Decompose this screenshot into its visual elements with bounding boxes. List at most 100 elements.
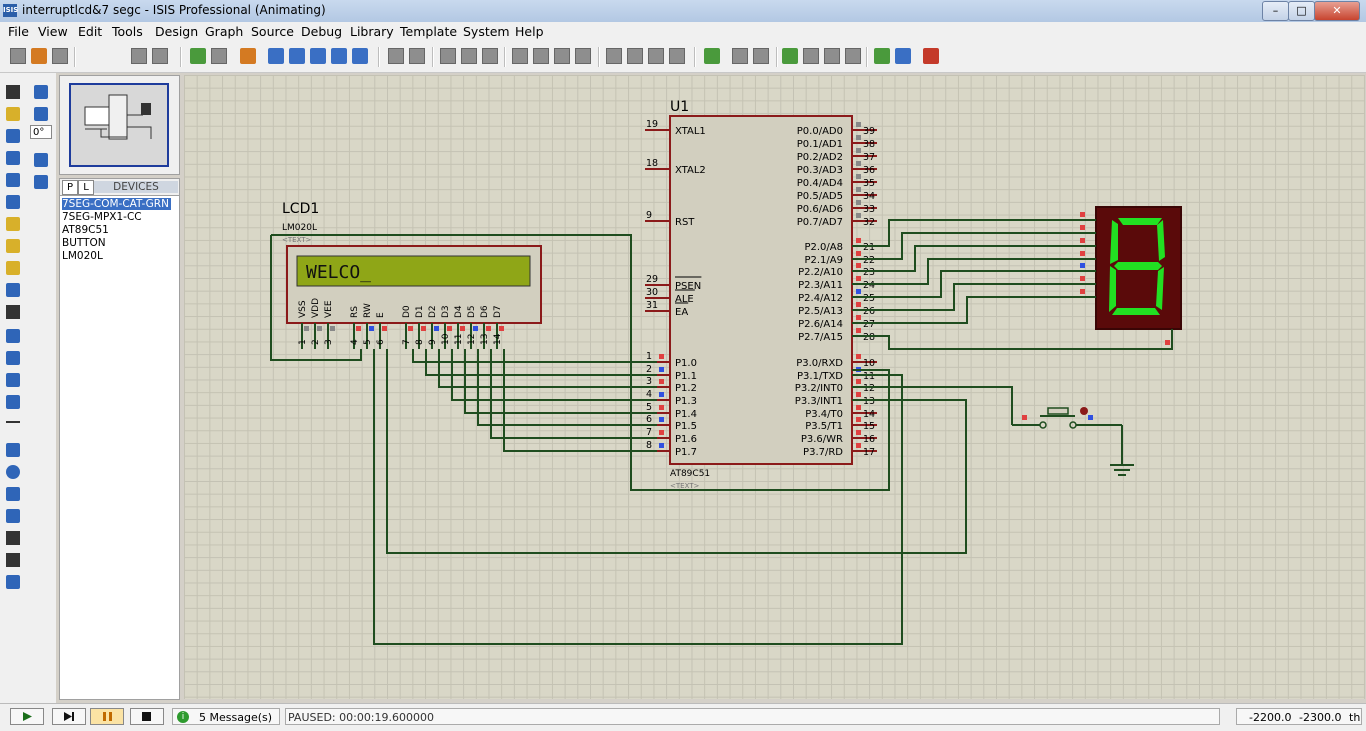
microcontroller[interactable]: U1 AT89C51 <TEXT> 19XTAL118XTAL29RST29PS… bbox=[645, 99, 877, 490]
device-list-item[interactable]: BUTTON bbox=[62, 237, 106, 249]
bill-of-materials-icon[interactable] bbox=[845, 48, 861, 64]
seven-segment-display[interactable] bbox=[1080, 206, 1182, 345]
line-tool-icon[interactable] bbox=[6, 421, 20, 423]
device-list-item[interactable]: 7SEG-COM-CAT-GRN bbox=[62, 198, 171, 210]
subcircuit-icon[interactable] bbox=[6, 217, 20, 231]
undo-icon[interactable] bbox=[388, 48, 404, 64]
menu-debug[interactable]: Debug bbox=[301, 24, 343, 39]
pan-icon[interactable] bbox=[268, 48, 284, 64]
menu-view[interactable]: View bbox=[38, 24, 68, 39]
copy-icon[interactable] bbox=[461, 48, 477, 64]
library-manager-button[interactable]: L bbox=[78, 180, 94, 195]
refresh-icon[interactable] bbox=[190, 48, 206, 64]
mirror-y-icon[interactable] bbox=[34, 175, 48, 189]
exit-to-parent-icon[interactable] bbox=[824, 48, 840, 64]
message-log-button[interactable]: i 5 Message(s) bbox=[172, 708, 280, 725]
remove-sheet-icon[interactable] bbox=[803, 48, 819, 64]
menu-edit[interactable]: Edit bbox=[78, 24, 103, 39]
decompose-icon[interactable] bbox=[669, 48, 685, 64]
box-tool-icon[interactable] bbox=[6, 443, 20, 457]
component-mode-icon[interactable] bbox=[6, 107, 20, 121]
graph-mode-icon[interactable] bbox=[6, 283, 20, 297]
text-script-icon[interactable] bbox=[6, 173, 20, 187]
lcd-pin-state bbox=[330, 326, 335, 331]
zoom-out-icon[interactable] bbox=[310, 48, 326, 64]
block-copy-icon[interactable] bbox=[512, 48, 528, 64]
zoom-area-icon[interactable] bbox=[352, 48, 368, 64]
print-area-icon[interactable] bbox=[152, 48, 168, 64]
search-tag-icon[interactable] bbox=[732, 48, 748, 64]
cut-icon[interactable] bbox=[440, 48, 456, 64]
property-tool-icon[interactable] bbox=[753, 48, 769, 64]
tape-recorder-icon[interactable] bbox=[6, 305, 20, 319]
menu-design[interactable]: Design bbox=[155, 24, 199, 39]
device-pin-icon[interactable] bbox=[6, 261, 20, 275]
zoom-in-icon[interactable] bbox=[289, 48, 305, 64]
wire-label-icon[interactable] bbox=[6, 151, 20, 165]
origin-icon[interactable] bbox=[240, 48, 256, 64]
ares-icon[interactable] bbox=[923, 48, 939, 64]
virtual-instrument-icon[interactable] bbox=[6, 395, 20, 409]
close-button[interactable]: ✕ bbox=[1314, 1, 1360, 21]
block-move-icon[interactable] bbox=[533, 48, 549, 64]
menu-file[interactable]: File bbox=[8, 24, 29, 39]
overview-viewport[interactable] bbox=[69, 83, 169, 167]
path-tool-icon[interactable] bbox=[6, 509, 20, 523]
packaging-tool-icon[interactable] bbox=[648, 48, 664, 64]
wire-autorouter-icon[interactable] bbox=[704, 48, 720, 64]
arc-tool-icon[interactable] bbox=[6, 487, 20, 501]
step-button[interactable] bbox=[52, 708, 86, 725]
maximize-button[interactable]: □ bbox=[1288, 1, 1315, 21]
paste-icon[interactable] bbox=[482, 48, 498, 64]
mcu-pin-state bbox=[659, 354, 664, 359]
make-device-icon[interactable] bbox=[627, 48, 643, 64]
device-list-item[interactable]: LM020L bbox=[62, 250, 103, 262]
generator-icon[interactable] bbox=[6, 329, 20, 343]
rotation-angle-field[interactable]: 0° bbox=[30, 125, 52, 139]
bus-icon[interactable] bbox=[6, 195, 20, 209]
symbol-tool-icon[interactable] bbox=[6, 553, 20, 567]
open-folder-icon[interactable] bbox=[31, 48, 47, 64]
block-delete-icon[interactable] bbox=[575, 48, 591, 64]
marker-tool-icon[interactable] bbox=[6, 575, 20, 589]
grid-toggle-icon[interactable] bbox=[211, 48, 227, 64]
push-button[interactable] bbox=[1012, 407, 1122, 429]
rotate-clockwise-icon[interactable] bbox=[34, 85, 48, 99]
save-icon[interactable] bbox=[52, 48, 68, 64]
pause-button[interactable] bbox=[90, 708, 124, 725]
menu-tools[interactable]: Tools bbox=[112, 24, 143, 39]
block-rotate-icon[interactable] bbox=[554, 48, 570, 64]
menu-template[interactable]: Template bbox=[400, 24, 458, 39]
netlist-icon[interactable] bbox=[895, 48, 911, 64]
current-probe-icon[interactable] bbox=[6, 373, 20, 387]
device-list-item[interactable]: 7SEG-MPX1-CC bbox=[62, 211, 142, 223]
menu-library[interactable]: Library bbox=[350, 24, 394, 39]
text-tool-icon[interactable] bbox=[6, 531, 20, 545]
terminal-icon[interactable] bbox=[6, 239, 20, 253]
menu-source[interactable]: Source bbox=[251, 24, 294, 39]
stop-button[interactable] bbox=[130, 708, 164, 725]
menu-graph[interactable]: Graph bbox=[205, 24, 244, 39]
mirror-x-icon[interactable] bbox=[34, 153, 48, 167]
voltage-probe-icon[interactable] bbox=[6, 351, 20, 365]
minimize-button[interactable]: – bbox=[1262, 1, 1289, 21]
zoom-all-icon[interactable] bbox=[331, 48, 347, 64]
pick-devices-button[interactable]: P bbox=[62, 180, 78, 195]
redo-icon[interactable] bbox=[409, 48, 425, 64]
rotate-anticlockwise-icon[interactable] bbox=[34, 107, 48, 121]
device-list-item[interactable]: AT89C51 bbox=[62, 224, 109, 236]
print-icon[interactable] bbox=[131, 48, 147, 64]
new-sheet-icon[interactable] bbox=[782, 48, 798, 64]
overview-window[interactable] bbox=[59, 75, 180, 175]
pick-device-icon[interactable] bbox=[606, 48, 622, 64]
selection-mode-icon[interactable] bbox=[6, 85, 20, 99]
lcd-module[interactable]: LCD1 LM020L <TEXT> WELCO_ VSS1VDD2VEE3RS… bbox=[282, 201, 542, 349]
electrical-rules-icon[interactable] bbox=[874, 48, 890, 64]
menu-system[interactable]: System bbox=[463, 24, 510, 39]
new-file-icon[interactable] bbox=[10, 48, 26, 64]
play-button[interactable] bbox=[10, 708, 44, 725]
circle-tool-icon[interactable] bbox=[6, 465, 20, 479]
menu-help[interactable]: Help bbox=[515, 24, 544, 39]
junction-dot-icon[interactable] bbox=[6, 129, 20, 143]
